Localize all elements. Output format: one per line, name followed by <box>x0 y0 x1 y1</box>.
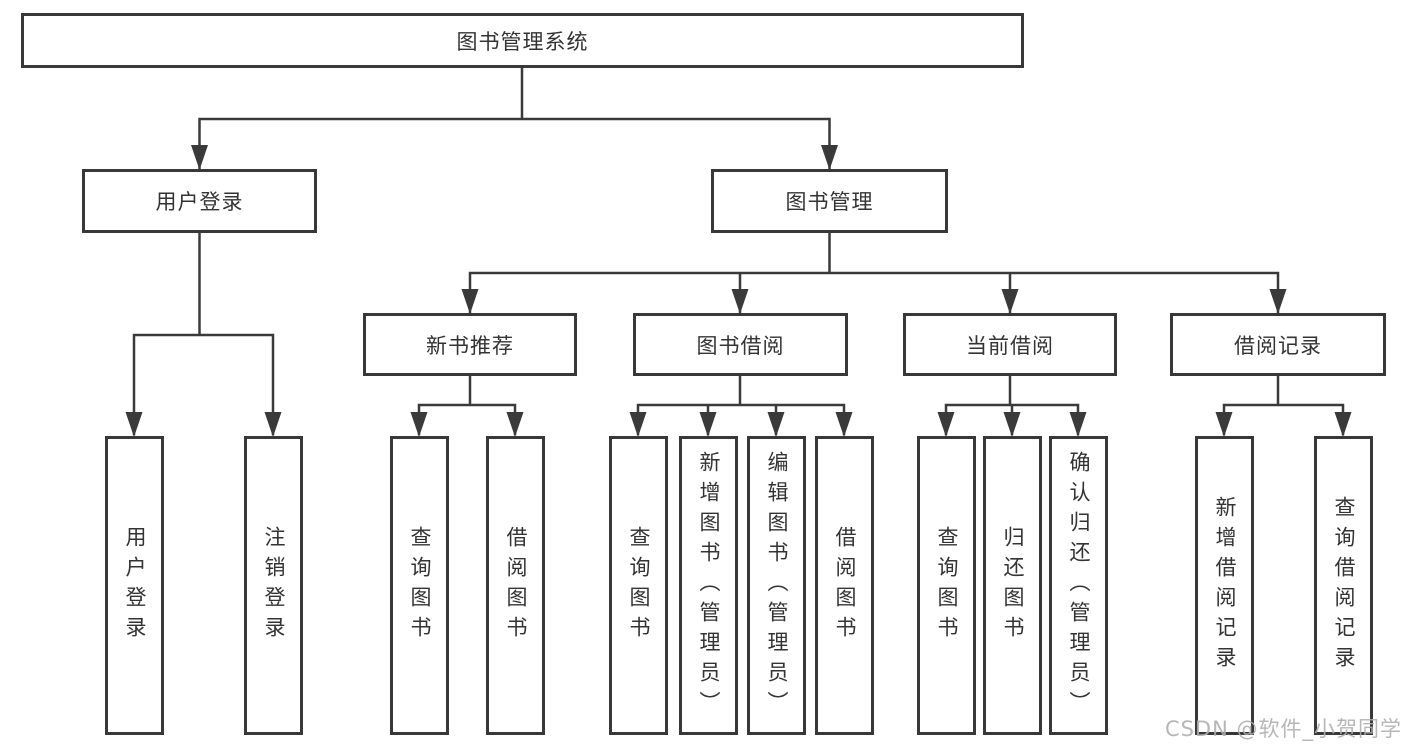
connector-new-book-branch <box>417 374 517 436</box>
connector-book-management-branch <box>468 231 1280 314</box>
arrowhead-icon <box>731 289 749 314</box>
node-query-borrow-record: 查询借阅记录 <box>1314 436 1373 735</box>
node-logout: 注销登录 <box>244 436 303 735</box>
node-label: 新增借阅记录 <box>1213 495 1237 676</box>
node-borrow-books-recommend: 借阅图书 <box>486 436 545 735</box>
node-label: 查询图书 <box>935 525 959 646</box>
arrowhead-icon <box>821 145 838 170</box>
node-label: 注销登录 <box>262 525 286 646</box>
node-library-management-system: 图书管理系统 <box>21 13 1024 68</box>
node-add-borrow-record: 新增借阅记录 <box>1195 436 1254 735</box>
arrowhead-icon <box>1215 412 1233 437</box>
node-edit-books-admin: 编辑图书（管理员） <box>747 436 806 735</box>
arrowhead-icon <box>767 412 785 437</box>
node-return-books: 归还图书 <box>983 436 1042 735</box>
node-label: 图书借阅 <box>696 333 785 358</box>
node-book-borrowing: 图书借阅 <box>633 313 848 376</box>
node-borrowing-records: 借阅记录 <box>1170 313 1386 376</box>
node-current-borrowing: 当前借阅 <box>903 313 1117 376</box>
node-user-login-group: 用户登录 <box>82 169 317 233</box>
arrowhead-icon <box>1003 412 1021 437</box>
node-label: 用户登录 <box>123 525 147 646</box>
arrowhead-icon <box>1001 289 1019 314</box>
arrowhead-icon <box>835 412 853 437</box>
node-label: 确认归还（管理员） <box>1067 450 1091 721</box>
node-label: 查询借阅记录 <box>1332 495 1356 676</box>
node-label: 编辑图书（管理员） <box>765 450 789 721</box>
node-label: 用户登录 <box>155 190 244 214</box>
arrowhead-icon <box>1334 412 1352 437</box>
node-label: 图书管理 <box>785 190 874 214</box>
arrowhead-icon <box>699 412 717 437</box>
connector-user-login-branch <box>132 231 275 436</box>
node-label: 图书管理系统 <box>456 29 589 54</box>
connector-book-borrowing-branch <box>636 374 846 436</box>
node-label: 新增图书（管理员） <box>697 450 721 721</box>
connector-current-borrowing-branch <box>944 374 1080 436</box>
node-label: 借阅图书 <box>833 525 857 646</box>
arrowhead-icon <box>125 412 143 437</box>
arrowhead-icon <box>461 289 479 314</box>
node-label: 查询图书 <box>408 525 432 646</box>
node-label: 新书推荐 <box>426 333 514 358</box>
arrowhead-icon <box>506 412 524 437</box>
node-borrow-books-borrowing: 借阅图书 <box>815 436 874 735</box>
node-add-books-admin: 新增图书（管理员） <box>679 436 738 735</box>
arrowhead-icon <box>1069 412 1087 437</box>
node-confirm-return-admin: 确认归还（管理员） <box>1049 436 1108 735</box>
node-query-books-recommend: 查询图书 <box>390 436 449 735</box>
arrowhead-icon <box>937 412 955 437</box>
node-label: 借阅记录 <box>1234 333 1322 358</box>
node-label: 当前借阅 <box>966 333 1054 358</box>
node-book-management: 图书管理 <box>711 169 948 233</box>
arrowhead-icon <box>264 412 282 437</box>
arrowhead-icon <box>629 412 647 437</box>
arrowhead-icon <box>191 145 208 170</box>
node-query-books-borrowing: 查询图书 <box>609 436 668 735</box>
node-query-books-current: 查询图书 <box>917 436 976 735</box>
node-label: 查询图书 <box>627 525 651 646</box>
node-label: 归还图书 <box>1001 525 1025 646</box>
connector-root-branch <box>198 66 831 170</box>
node-new-book-recommendation: 新书推荐 <box>363 313 577 376</box>
connector-borrowing-records-branch <box>1222 374 1345 436</box>
node-user-login: 用户登录 <box>105 436 164 735</box>
node-label: 借阅图书 <box>504 525 528 646</box>
arrowhead-icon <box>1269 289 1287 314</box>
watermark: CSDN @软件_小贺同学 <box>1164 717 1402 741</box>
arrowhead-icon <box>410 412 428 437</box>
